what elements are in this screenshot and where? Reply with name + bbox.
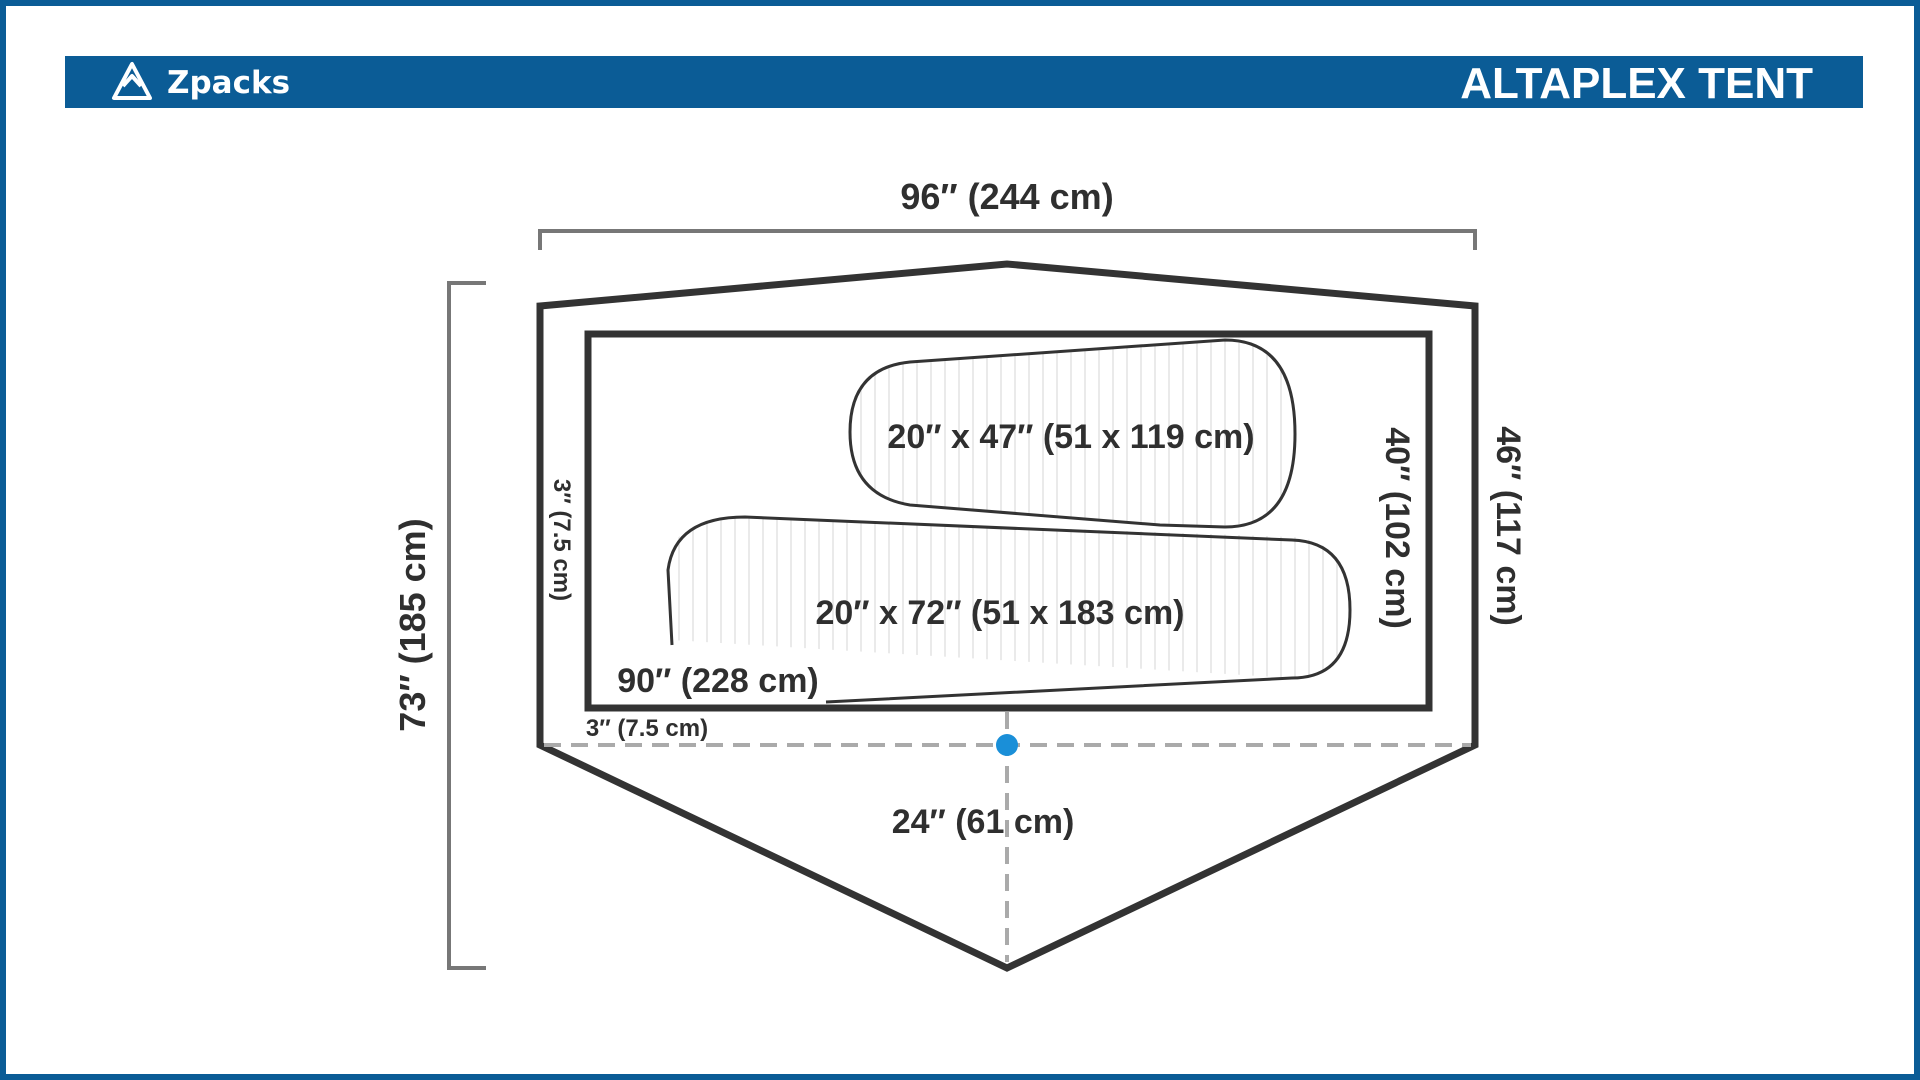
length-dimension-line bbox=[447, 281, 486, 970]
total-length-label: 73″ (185 cm) bbox=[392, 518, 433, 731]
total-width-label: 96″ (244 cm) bbox=[900, 176, 1113, 217]
short-sleeping-pad bbox=[848, 338, 1297, 529]
width-dimension-line bbox=[538, 229, 1477, 250]
brand-name: Zpacks bbox=[167, 65, 290, 101]
center-point-marker bbox=[996, 734, 1018, 756]
mountain-logo-icon bbox=[112, 62, 152, 100]
inner-height-label: 40″ (102 cm) bbox=[1378, 427, 1416, 629]
side-gap-label: 3″ (7.5 cm) bbox=[548, 479, 575, 601]
inner-floor-outline bbox=[584, 330, 1433, 712]
floor-length-label: 90″ (228 cm) bbox=[617, 662, 819, 700]
header-bar bbox=[65, 56, 1863, 108]
outer-height-label: 46″ (117 cm) bbox=[1489, 426, 1527, 626]
tent-fly-outline bbox=[536, 260, 1479, 972]
short-pad-label: 20″ x 47″ (51 x 119 cm) bbox=[887, 418, 1254, 456]
long-sleeping-pad bbox=[666, 515, 1352, 704]
vestibule-depth-label: 24″ (61 cm) bbox=[892, 803, 1075, 841]
product-title: ALTAPLEX TENT bbox=[1460, 59, 1813, 108]
bottom-gap-label: 3″ (7.5 cm) bbox=[586, 715, 708, 742]
long-pad-label: 20″ x 72″ (51 x 183 cm) bbox=[815, 594, 1184, 632]
